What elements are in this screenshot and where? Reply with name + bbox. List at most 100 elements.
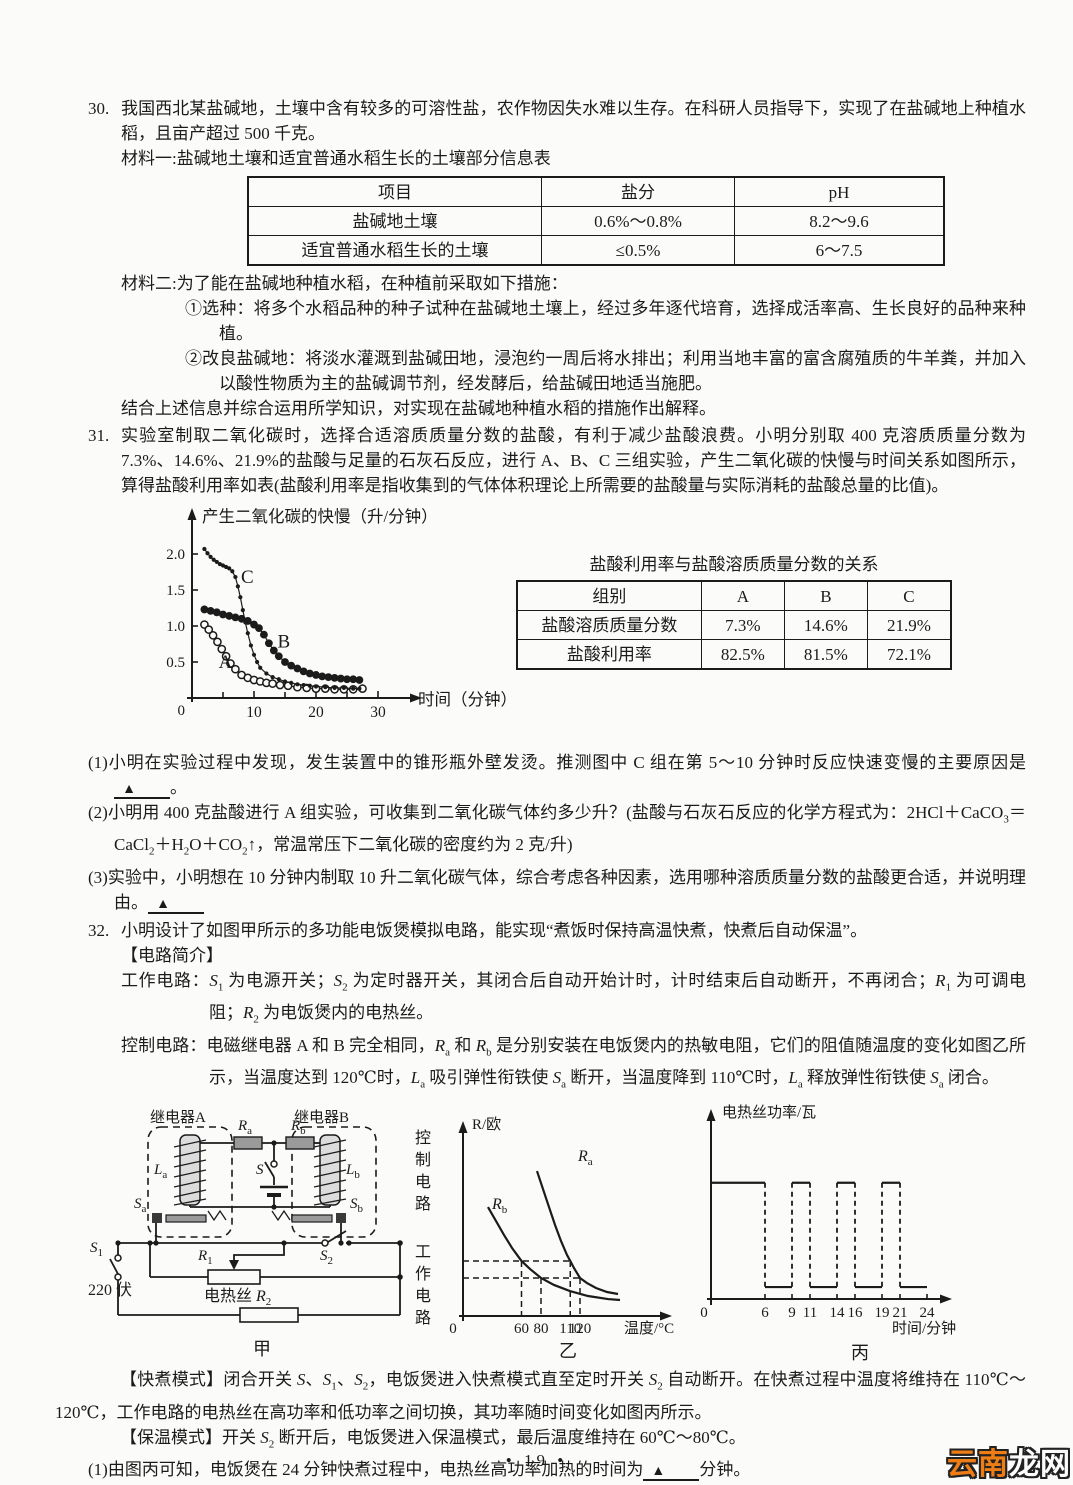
relay-a-label: 继电器A [150, 1110, 206, 1127]
table-cell: 82.5% [700, 639, 785, 670]
junction-dots [115, 1140, 403, 1281]
svg-text:10: 10 [246, 704, 262, 721]
switch-s2-blade [327, 1230, 347, 1244]
lb-label: Lb [346, 1162, 360, 1182]
svg-text:14: 14 [830, 1305, 846, 1321]
table-header-cell: 盐分 [541, 176, 735, 207]
svg-text:R/欧: R/欧 [472, 1116, 501, 1133]
svg-text:60: 60 [514, 1321, 529, 1337]
material-1-line: 材料一:盐碱地土壤和适宜普通水稻生长的土壤部分信息表 [121, 149, 551, 168]
control-circuit-line: 控制电路：电磁继电器 A 和 B 完全相同，Ra 和 Rb 是分别安装在电饭煲内… [121, 1035, 1027, 1091]
page-number: • 19 • [505, 1451, 568, 1470]
caption-jia: 甲 [253, 1339, 271, 1360]
question-30-task: 结合上述信息并综合运用所学知识，对实现在盐碱地种植水稻的措施作出解释。 [121, 399, 716, 418]
work-wires [117, 1242, 401, 1317]
watermark-part-1: 云南 [947, 1448, 1009, 1481]
svg-text:B: B [278, 632, 291, 653]
circuit-svg [109, 1126, 403, 1324]
svg-text:1.5: 1.5 [166, 583, 185, 599]
question-31: 31. 实验室制取二氧化碳时，选择合适溶质质量分数的盐酸，有利于减少盐酸浪费。小… [88, 423, 1026, 498]
keep-warm-mode: 【保温模式】开关 S2 断开后，电饭煲进入保温模式，最后温度维持在 60℃～80… [120, 1427, 746, 1451]
svg-text:0.5: 0.5 [166, 655, 185, 671]
svg-text:21: 21 [893, 1305, 908, 1321]
heater-r2 [239, 1307, 299, 1324]
coil-a-windings [173, 1139, 207, 1206]
table-cell: 14.6% [783, 610, 868, 640]
relay-a-box [147, 1126, 233, 1239]
q31-sub1: (1)小明在实验过程中发现，发生装置中的锥形瓶外壁发烫。推测图中 C 组在第 5… [88, 753, 1026, 799]
switch-s-contact [270, 1160, 278, 1169]
caption-yi: 乙 [559, 1341, 577, 1362]
question-32: 32. 小明设计了如图甲所示的多功能电饭煲模拟电路，能实现“煮饭时保持高温快煮，… [88, 918, 1026, 1098]
coil-b-windings [313, 1139, 347, 1206]
watermark: 云南龙网 [947, 1439, 1071, 1483]
question-30-body: 我国西北某盐碱地，土壤中含有较多的可溶性盐，农作物因失水难以生存。在科研人员指导… [121, 96, 1026, 421]
resistor-ra [233, 1136, 263, 1151]
caption-bing: 丙 [851, 1343, 869, 1364]
sb-label: Sb [350, 1196, 363, 1216]
question-30-intro: 我国西北某盐碱地，土壤中含有较多的可溶性盐，农作物因失水难以生存。在科研人员指导… [121, 99, 1026, 143]
r2-label: 电热丝 R2 [204, 1288, 272, 1309]
table-cell: 7.3% [700, 610, 785, 640]
svg-text:时间（分钟）: 时间（分钟） [418, 690, 517, 709]
question-31-body: 实验室制取二氧化碳时，选择合适溶质质量分数的盐酸，有利于减少盐酸浪费。小明分别取… [121, 423, 1026, 498]
svg-text:9: 9 [788, 1305, 796, 1321]
svg-text:11: 11 [803, 1305, 817, 1321]
q32-sub1: (1)由图丙可知，电饭煲在 24 分钟快煮过程中，电热丝高功率加热的时间为▲分钟… [88, 1460, 751, 1482]
watermark-part-2: 龙网 [1009, 1448, 1071, 1481]
contact-sb [336, 1213, 346, 1224]
fast-cook-mode: 【快煮模式】闭合开关 S、S1、S2，电饭煲进入快煮模式直至定时开关 S2 自动… [55, 1370, 1027, 1422]
switch-s1-blade [109, 1258, 119, 1275]
voltage-label: 220 伏 [88, 1282, 133, 1300]
svg-text:1.0: 1.0 [166, 619, 185, 635]
svg-text:16: 16 [848, 1305, 864, 1321]
svg-text:24: 24 [920, 1305, 936, 1321]
table-header-cell: pH [734, 176, 945, 207]
table-header-cell: A [700, 580, 785, 611]
svg-text:温度/°C: 温度/°C [624, 1320, 674, 1337]
armature-sa [165, 1214, 207, 1223]
circuit-diagram-jia: 继电器A 继电器B Ra Rb S La Lb Sa Sb S1 220 伏 S… [88, 1103, 436, 1363]
svg-text:产生二氧化碳的快慢（升/分钟）: 产生二氧化碳的快慢（升/分钟） [202, 506, 438, 526]
svg-text:2.0: 2.0 [166, 547, 185, 563]
svg-text:6: 6 [761, 1305, 769, 1321]
table-cell: 81.5% [783, 639, 868, 670]
spring-sa [207, 1210, 227, 1222]
question-number: 30. [88, 99, 110, 118]
r1-label: R1 [198, 1248, 213, 1268]
table-cell: 盐碱地土壤 [247, 206, 542, 236]
page-content: 30. 我国西北某盐碱地，土壤中含有较多的可溶性盐，农作物因失水难以生存。在科研… [55, 96, 1026, 1485]
switch-s-blade [264, 1161, 275, 1178]
svg-text:20: 20 [308, 704, 324, 721]
svg-text:0: 0 [449, 1321, 457, 1337]
material-2-line: 材料二:为了能在盐碱地种植水稻，在种植前采取如下措施： [121, 274, 568, 293]
svg-text:电热丝功率/瓦: 电热丝功率/瓦 [722, 1104, 816, 1121]
table-cell: 6～7.5 [734, 235, 945, 266]
table-header-cell: 组别 [516, 580, 702, 611]
contact-sa [152, 1213, 162, 1224]
svg-text:19: 19 [875, 1305, 890, 1321]
switch-s1-top [114, 1254, 122, 1263]
armature-sb [291, 1214, 333, 1223]
svg-text:0: 0 [178, 703, 186, 719]
table-cell: 盐酸溶质质量分数 [516, 610, 702, 640]
curve-ra-label: Ra [578, 1148, 593, 1169]
table-header-cell: C [866, 580, 952, 611]
question-number: 32. [88, 920, 110, 940]
svg-text:110: 110 [559, 1321, 581, 1337]
table-header-cell: B [783, 580, 868, 611]
switch-s1-bottom [114, 1273, 122, 1282]
sa-label: Sa [134, 1196, 147, 1216]
work-circuit-line: 工作电路：S1 为电源开关；S2 为定时器开关，其闭合后自动开始计时，计时结束后… [121, 970, 1027, 1026]
question-30: 30. 我国西北某盐碱地，土壤中含有较多的可溶性盐，农作物因失水难以生存。在科研… [88, 96, 1026, 421]
rb-label: Rb [291, 1118, 306, 1138]
